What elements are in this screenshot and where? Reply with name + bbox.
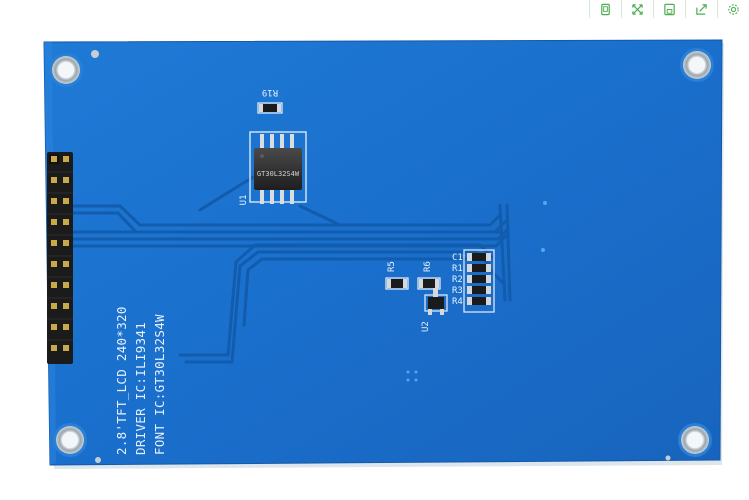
expand-icon bbox=[632, 3, 643, 15]
pcb-traces bbox=[70, 170, 512, 364]
resistor-r19: R19 bbox=[257, 87, 283, 114]
label-r1: R1 bbox=[452, 264, 463, 274]
share-icon bbox=[696, 3, 707, 15]
label-r3: R3 bbox=[452, 286, 463, 296]
label-r2: R2 bbox=[452, 275, 463, 285]
mounting-hole bbox=[678, 423, 712, 457]
pin-header bbox=[47, 152, 73, 364]
pcb-photo: R19 GT30L32S4W U1 R5 R6 bbox=[43, 39, 724, 469]
silkscreen-text: 2.8'TFT_LCD 240*320 DRIVER IC:ILI9341 FO… bbox=[112, 306, 169, 455]
save-button[interactable] bbox=[653, 0, 685, 18]
copy-button[interactable] bbox=[589, 0, 621, 18]
image-toolbar bbox=[589, 0, 749, 18]
expand-button[interactable] bbox=[621, 0, 653, 18]
mounting-hole bbox=[49, 53, 83, 87]
label-r5: R5 bbox=[387, 261, 397, 272]
resistor-r6: R6 bbox=[417, 261, 441, 290]
silkscreen-line-2: DRIVER IC:ILI9341 bbox=[133, 321, 148, 455]
chip-label: GT30L32S4W bbox=[257, 170, 300, 178]
passive-column: C1 R1 R2 R3 R4 bbox=[452, 249, 495, 313]
resistor-r5: R5 bbox=[385, 261, 409, 290]
share-button[interactable] bbox=[685, 0, 717, 18]
gear-icon bbox=[728, 3, 739, 15]
transistor-u2: U2 bbox=[421, 288, 448, 332]
label-u2: U2 bbox=[421, 321, 431, 332]
label-u1: U1 bbox=[239, 195, 249, 206]
silkscreen-line-1: 2.8'TFT_LCD 240*320 bbox=[114, 306, 129, 455]
label-c1: C1 bbox=[452, 253, 463, 263]
mounting-hole bbox=[53, 423, 87, 457]
silkscreen-line-3: FONT IC:GT30L32S4W bbox=[152, 314, 167, 455]
label-r6: R6 bbox=[423, 261, 433, 272]
chip-u1: GT30L32S4W U1 bbox=[239, 131, 307, 206]
copy-icon bbox=[601, 3, 610, 15]
settings-button[interactable] bbox=[717, 0, 749, 18]
save-icon bbox=[664, 3, 675, 15]
mounting-hole bbox=[680, 48, 714, 82]
label-r4: R4 bbox=[452, 297, 463, 307]
label-r19: R19 bbox=[262, 87, 278, 97]
